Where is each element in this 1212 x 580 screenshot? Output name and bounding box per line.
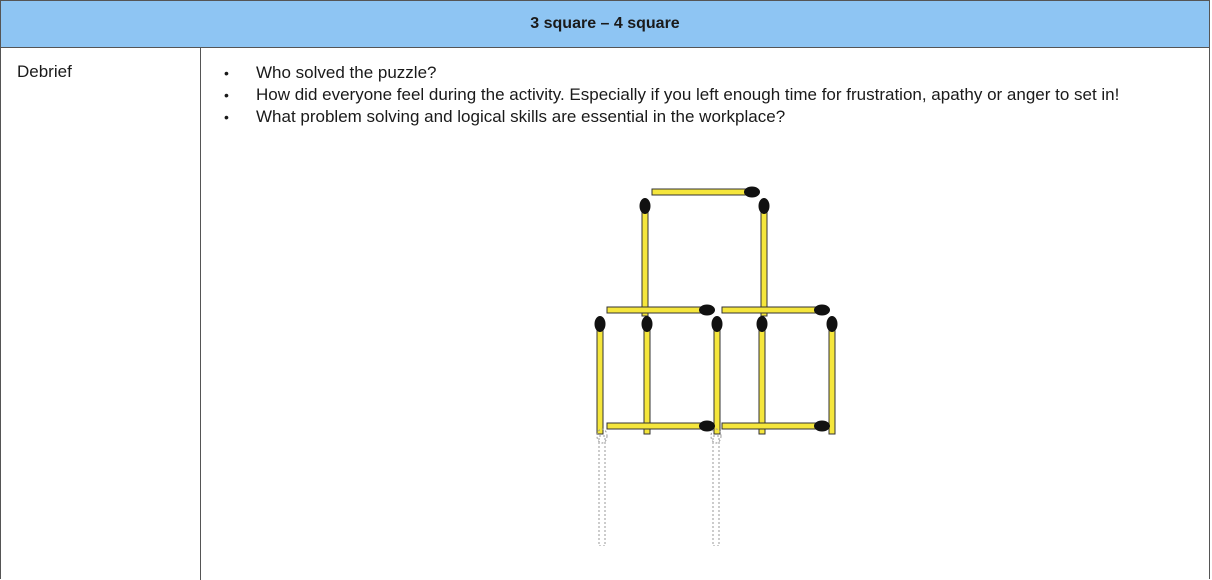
debrief-questions: • Who solved the puzzle? • How did every… — [202, 48, 1210, 128]
activity-title: 3 square – 4 square — [530, 15, 680, 32]
removed-matchstick-outline — [710, 428, 722, 546]
table-header: 3 square – 4 square — [1, 1, 1209, 48]
bullet-icon: • — [224, 109, 229, 125]
matchstick — [756, 315, 768, 435]
question-text: What problem solving and logical skills … — [256, 107, 786, 126]
list-item: • What problem solving and logical skill… — [202, 106, 1210, 128]
debrief-row: Debrief • Who solved the puzzle? • How d… — [1, 48, 1209, 580]
row-label: Debrief — [17, 62, 72, 81]
matchstick — [721, 420, 831, 432]
matchstick — [758, 197, 770, 317]
list-item: • Who solved the puzzle? — [202, 62, 1210, 84]
row-label-cell: Debrief — [1, 48, 201, 580]
matchstick — [639, 197, 651, 317]
matchstick — [711, 315, 723, 435]
question-text: How did everyone feel during the activit… — [256, 85, 1120, 104]
list-item: • How did everyone feel during the activ… — [202, 84, 1210, 106]
matchstick — [606, 304, 716, 316]
matchstick — [651, 186, 761, 198]
matchstick — [594, 315, 606, 435]
bullet-icon: • — [224, 65, 229, 81]
bullet-icon: • — [224, 87, 229, 103]
matchstick — [826, 315, 838, 435]
removed-matchstick-outline — [596, 428, 608, 546]
matchstick — [606, 420, 716, 432]
matchstick — [641, 315, 653, 435]
row-content-cell: • Who solved the puzzle? • How did every… — [202, 48, 1210, 580]
matchstick-puzzle-illustration — [594, 186, 838, 546]
matchstick — [721, 304, 831, 316]
question-text: Who solved the puzzle? — [256, 63, 437, 82]
